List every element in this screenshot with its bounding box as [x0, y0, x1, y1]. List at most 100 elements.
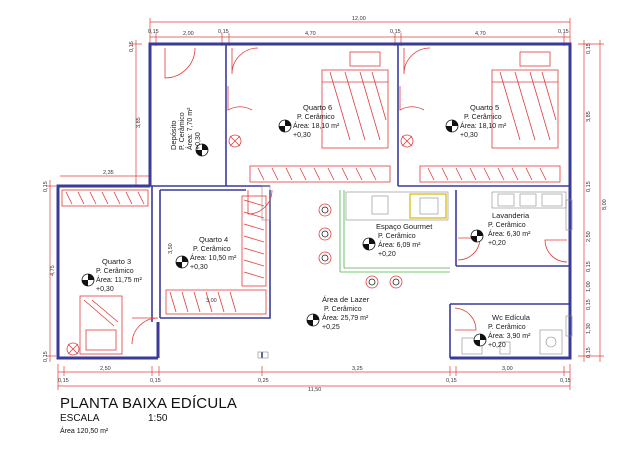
- dim-right-2: 0,15: [586, 181, 592, 192]
- room-level: +0,30: [195, 132, 202, 150]
- room-floor: P. Cerâmico: [297, 114, 335, 121]
- room-level: +0,30: [96, 286, 114, 293]
- dim-left-upper-1: 3,85: [136, 117, 142, 128]
- bottom-dimension-lines: [57, 364, 571, 390]
- dim-bottom-4: 3,25: [352, 366, 363, 372]
- room-name: Wc Edícula: [492, 313, 531, 322]
- room-area: Área: 6,09 m²: [378, 240, 421, 249]
- room-floor: P. Cerâmico: [96, 268, 134, 275]
- dim-top-0: 0,15: [148, 29, 159, 35]
- dim-right-3: 2,50: [586, 231, 592, 242]
- dim-left-lower-2: 0,15: [43, 351, 49, 362]
- bed-quarto-5: [491, 51, 559, 149]
- room-area: Área: 25,79 m²: [322, 313, 369, 322]
- wardrobe-quarto-3: [61, 189, 149, 207]
- dim-bottom-7: 0,15: [560, 378, 571, 384]
- dim-top-total: 12,00: [352, 16, 366, 22]
- door-swings: [131, 47, 568, 345]
- room-floor: P. Cerâmico: [488, 324, 526, 331]
- dim-bottom-1: 2,50: [100, 366, 111, 372]
- wardrobe-quarto-6: [249, 165, 391, 183]
- dim-right-0: 0,15: [586, 43, 592, 54]
- wardrobe-quarto-4: [165, 195, 267, 315]
- room-label-deposito: Depósito P. Cerâmico Área: 7,70 m² +0,30: [169, 107, 202, 150]
- scale-value: 1:50: [148, 413, 168, 424]
- bed-quarto-3: [79, 295, 123, 355]
- bed-quarto-6: [321, 51, 389, 149]
- room-area: Área: 7,70 m²: [185, 107, 194, 150]
- windows: [257, 185, 573, 359]
- room-area: Área: 3,90 m²: [488, 331, 531, 340]
- wc-fixtures: [461, 329, 563, 355]
- scale-label: ESCALA: [60, 413, 100, 424]
- dim-left-lower-0: 0,15: [43, 181, 49, 192]
- room-area: Área: 10,50 m²: [190, 253, 237, 262]
- room-name: Depósito: [169, 120, 178, 150]
- dim-right-4: 0,15: [586, 261, 592, 272]
- room-area: Área: 18,10 m²: [460, 121, 507, 130]
- dim-bottom-total: 11,50: [308, 387, 321, 393]
- laundry-equipment: [491, 191, 567, 209]
- dim-left-upper-0: 0,15: [129, 41, 135, 52]
- room-name: Espaço Gourmet: [376, 222, 433, 231]
- interior-walls: [150, 44, 570, 358]
- total-area-value: 120,50 m²: [76, 428, 109, 435]
- left-dimension-lines: [46, 40, 150, 362]
- room-floor: P. Cerâmico: [179, 112, 186, 150]
- room-floor: P. Cerâmico: [488, 222, 526, 229]
- room-label-quarto-4: Quarto 4 P. Cerâmico Área: 10,50 m² +0,3…: [190, 235, 237, 271]
- dim-top-1: 2,00: [183, 31, 194, 37]
- room-label-espaco-gourmet: Espaço Gourmet P. Cerâmico Área: 6,09 m²…: [376, 222, 433, 258]
- right-dimension-lines: [578, 40, 604, 362]
- dim-right-7: 1,30: [586, 323, 592, 334]
- room-level: +0,20: [378, 251, 396, 258]
- room-floor: P. Cerâmico: [464, 114, 502, 121]
- room-level: +0,20: [488, 342, 506, 349]
- room-name: Quarto 4: [199, 235, 228, 244]
- dim-top-4: 0,15: [390, 29, 401, 35]
- dim-right-8: 0,15: [586, 347, 592, 358]
- dim-top-3: 4,70: [305, 31, 316, 37]
- dim-left-step: 2,35: [103, 170, 114, 176]
- room-area: Área: 18,10 m²: [293, 121, 340, 130]
- room-area: Área: 11,75 m²: [96, 275, 142, 284]
- room-level: +0,30: [460, 132, 478, 139]
- dim-bottom-3: 0,25: [258, 378, 269, 384]
- room-name: Lavanderia: [492, 211, 530, 220]
- dim-quarto4-height: 3,50: [168, 243, 174, 254]
- dim-top-2: 0,15: [218, 29, 229, 35]
- dim-right-total: 8,00: [602, 199, 608, 210]
- dim-top-5: 4,70: [475, 31, 486, 37]
- exterior-walls: [56, 42, 572, 360]
- top-dimension-lines: [149, 18, 571, 46]
- dim-bottom-2: 0,15: [150, 378, 161, 384]
- room-label-lavanderia: Lavanderia P. Cerâmico Área: 6,30 m² +0,…: [488, 211, 531, 247]
- total-area-label: Área: [60, 428, 75, 435]
- depot-cabinet: [66, 134, 414, 356]
- stools: [318, 203, 403, 289]
- dim-right-1: 3,85: [586, 111, 592, 122]
- room-area: Área: 6,30 m²: [488, 229, 531, 238]
- dim-right-5: 1,00: [586, 281, 592, 292]
- room-level: +0,30: [293, 132, 311, 139]
- room-floor: P. Cerâmico: [193, 246, 231, 253]
- gourmet-counter: [345, 191, 449, 221]
- room-level: +0,25: [322, 324, 340, 331]
- room-name: Área de Lazer: [322, 295, 370, 304]
- room-label-quarto-6: Quarto 6 P. Cerâmico Área: 18,10 m² +0,3…: [293, 103, 340, 139]
- room-level: +0,20: [488, 240, 506, 247]
- room-name: Quarto 5: [470, 103, 499, 112]
- wardrobe-quarto-5: [419, 165, 561, 183]
- dim-bottom-0: 0,15: [58, 378, 69, 384]
- room-name: Quarto 6: [303, 103, 332, 112]
- room-level: +0,30: [190, 264, 208, 271]
- room-label-area-de-lazer: Área de Lazer P. Cerâmico Área: 25,79 m²…: [322, 295, 370, 331]
- room-label-quarto-5: Quarto 5 P. Cerâmico Área: 18,10 m² +0,3…: [460, 103, 507, 139]
- room-label-quarto-3: Quarto 3 P. Cerâmico Área: 11,75 m² +0,3…: [96, 257, 142, 293]
- room-label-wc-edicula: Wc Edícula P. Cerâmico Área: 3,90 m² +0,…: [488, 313, 531, 349]
- level-markers: [81, 119, 487, 347]
- room-floor: P. Cerâmico: [324, 306, 362, 313]
- dim-bottom-5: 0,15: [446, 378, 457, 384]
- room-floor: P. Cerâmico: [378, 233, 416, 240]
